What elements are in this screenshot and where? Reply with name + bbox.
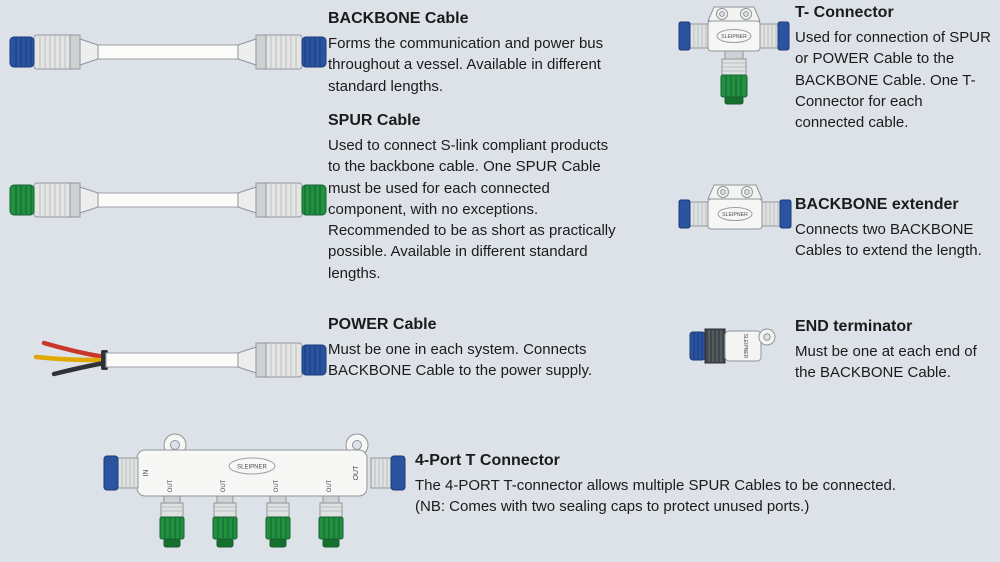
backbone-extender-illustration: SLEIPNER [678, 184, 792, 230]
power-cable-description: Must be one in each system. Connects BAC… [328, 341, 593, 380]
spur-cable-title: SPUR Cable [328, 112, 421, 129]
backbone-cable-description: Forms the communication and power bus th… [328, 35, 604, 95]
mount-tab [707, 6, 761, 22]
section-backbone-extender: BACKBONE extender Connects two BACKBONE … [795, 196, 1000, 262]
brand-label: SLEIPNER [722, 212, 748, 218]
section-t-connector: T- Connector Used for connection of SPUR… [795, 4, 993, 133]
yellow-wire [33, 354, 107, 363]
connector-body [707, 198, 763, 230]
backbone-extender-description: Connects two BACKBONE Cables to extend t… [795, 221, 982, 260]
spur-cable-description: Used to connect S-link compliant product… [328, 137, 616, 282]
mount-hole [744, 189, 750, 195]
t-connector-illustration: SLEIPNER [678, 6, 790, 105]
end-terminator-title: END terminator [795, 318, 913, 335]
black-wire [51, 360, 107, 377]
green-connector-right [237, 182, 327, 218]
mount-hole [719, 11, 725, 17]
section-power-cable: POWER Cable Must be one in each system. … [328, 316, 616, 382]
blue-port-left [678, 21, 691, 51]
mount-hole [763, 333, 771, 341]
brand-label: SLEIPNER [742, 334, 748, 359]
out-label: OUT [353, 465, 360, 481]
out-label: OUT [274, 479, 280, 492]
four-port-description: The 4-PORT T-connector allows multiple S… [415, 477, 897, 516]
four-port-title: 4-Port T Connector [415, 452, 560, 469]
blue-port-right [779, 199, 792, 229]
blue-port-left [103, 455, 119, 491]
cable-body [95, 44, 241, 60]
green-port-bottom [720, 74, 748, 98]
backbone-cable-title: BACKBONE Cable [328, 10, 469, 27]
spur-port-1: OUT [159, 479, 185, 548]
section-end-terminator: END terminator Must be one at each end o… [795, 318, 993, 384]
out-label: OUT [327, 479, 333, 492]
backbone-extender-title: BACKBONE extender [795, 196, 959, 213]
blue-connector-left [9, 34, 99, 70]
mount-hole [352, 440, 362, 450]
cable-body [95, 192, 241, 208]
t-connector-description: Used for connection of SPUR or POWER Cab… [795, 29, 991, 132]
blue-port-right [390, 455, 406, 491]
cable-body [105, 352, 241, 368]
ribbed-collar [704, 328, 726, 364]
mount-hole [743, 11, 749, 17]
blue-port-right [777, 21, 790, 51]
out-label: OUT [168, 479, 174, 492]
four-port-t-connector-illustration: IN OUT SLEIPNER OUT OUT OUT [103, 433, 406, 548]
mount-tab [707, 184, 763, 200]
out-label: OUT [221, 479, 227, 492]
brand-label: SLEIPNER [237, 465, 267, 471]
terminator-body [724, 330, 762, 362]
section-backbone-cable: BACKBONE Cable Forms the communication a… [328, 10, 616, 97]
mount-hole [170, 440, 180, 450]
blue-port-left [678, 199, 691, 229]
blue-connector-right [237, 342, 327, 378]
end-terminator-description: Must be one at each end of the BACKBONE … [795, 343, 977, 382]
spur-port-2: OUT [212, 479, 238, 548]
mount-hole [720, 189, 726, 195]
spur-port-3: OUT [265, 479, 291, 548]
backbone-cable-illustration [9, 34, 327, 70]
section-spur-cable: SPUR Cable Used to connect S-link compli… [328, 112, 616, 284]
green-connector-left [9, 182, 99, 218]
red-wire [41, 340, 107, 360]
power-cable-illustration [33, 340, 327, 378]
t-connector-title: T- Connector [795, 4, 894, 21]
brand-label: SLEIPNER [721, 34, 747, 40]
spur-port-4: OUT [318, 479, 344, 548]
power-cable-title: POWER Cable [328, 316, 437, 333]
blue-connector-right [237, 34, 327, 70]
spur-cable-illustration [9, 182, 327, 218]
section-four-port-t-connector: 4-Port T Connector The 4-PORT T-connecto… [415, 452, 897, 518]
in-label: IN [143, 470, 150, 477]
end-terminator-illustration: SLEIPNER [689, 328, 776, 364]
